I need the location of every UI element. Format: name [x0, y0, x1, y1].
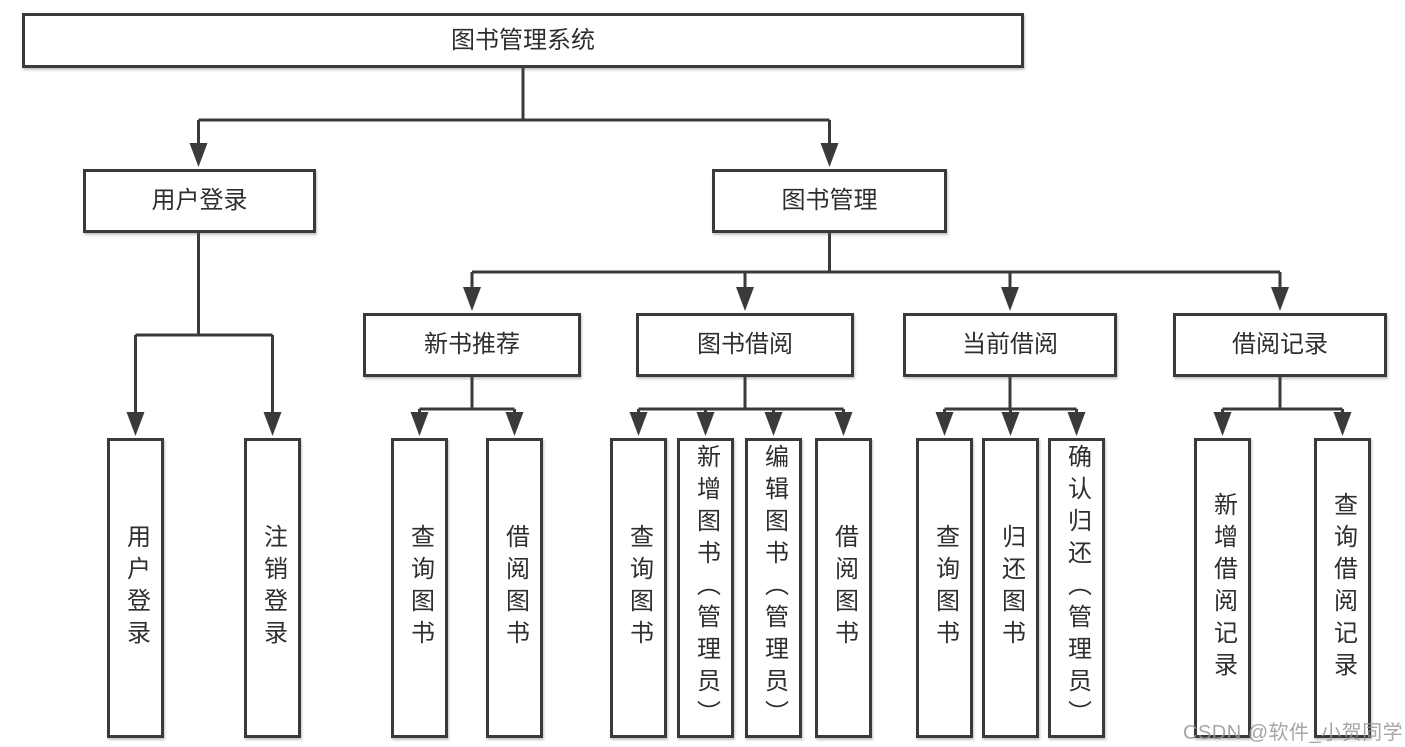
node-label: 新书推荐	[424, 331, 520, 358]
leaf-user-login: 用户登录	[107, 438, 164, 738]
leaf-borrow-books-borrowing: 借阅图书	[815, 438, 872, 738]
leaf-label: 确认归还（管理员）	[1063, 444, 1091, 732]
node-system-root: 图书管理系统	[22, 13, 1024, 68]
leaf-label: 注销登录	[259, 524, 287, 652]
node-label: 图书管理	[781, 187, 878, 214]
leaf-label: 编辑图书（管理员）	[760, 444, 788, 732]
leaf-add-borrow-record: 新增借阅记录	[1194, 438, 1251, 738]
leaf-query-books-borrowing: 查询图书	[610, 438, 667, 738]
leaf-query-books-current: 查询图书	[916, 438, 973, 738]
leaf-label: 新增图书（管理员）	[692, 444, 720, 732]
leaf-label: 借阅图书	[501, 524, 529, 652]
node-current-borrowing: 当前借阅	[903, 313, 1117, 377]
leaf-label: 查询图书	[625, 524, 653, 652]
node-user-login: 用户登录	[83, 169, 316, 233]
node-label: 图书借阅	[697, 331, 793, 358]
leaf-edit-books-admin: 编辑图书（管理员）	[745, 438, 802, 738]
leaf-label: 查询图书	[931, 524, 959, 652]
leaf-label: 借阅图书	[830, 524, 858, 652]
node-label: 当前借阅	[962, 331, 1058, 358]
node-borrowing-records: 借阅记录	[1173, 313, 1387, 377]
node-label: 图书管理系统	[451, 26, 595, 54]
node-new-book-recommendation: 新书推荐	[363, 313, 581, 377]
leaf-borrow-books-recommend: 借阅图书	[486, 438, 543, 738]
node-label: 用户登录	[151, 187, 248, 214]
leaf-label: 查询图书	[406, 524, 434, 652]
leaf-query-borrow-record: 查询借阅记录	[1314, 438, 1371, 738]
node-label: 借阅记录	[1232, 331, 1328, 358]
leaf-label: 新增借阅记录	[1209, 492, 1237, 684]
leaf-confirm-return-admin: 确认归还（管理员）	[1048, 438, 1105, 738]
leaf-label: 归还图书	[997, 524, 1025, 652]
watermark: CSDN @软件_小贺同学	[1183, 722, 1404, 744]
node-book-borrowing: 图书借阅	[636, 313, 854, 377]
node-book-management: 图书管理	[712, 169, 947, 233]
leaf-add-books-admin: 新增图书（管理员）	[677, 438, 734, 738]
leaf-return-books: 归还图书	[982, 438, 1039, 738]
leaf-query-books-recommend: 查询图书	[391, 438, 448, 738]
leaf-label: 用户登录	[122, 524, 150, 652]
leaf-label: 查询借阅记录	[1329, 492, 1357, 684]
leaf-logout: 注销登录	[244, 438, 301, 738]
